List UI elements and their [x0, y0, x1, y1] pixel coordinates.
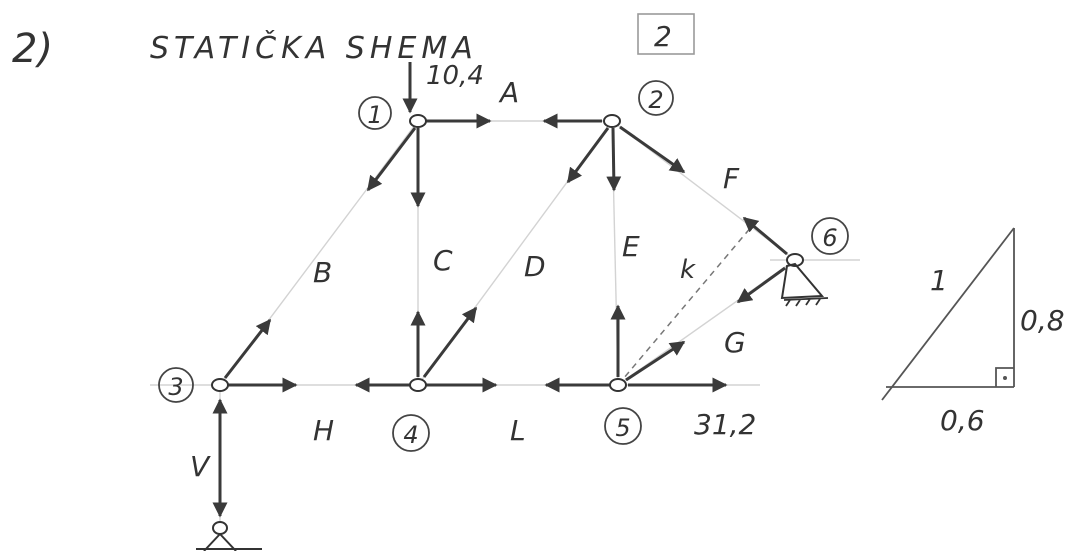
member-h-label: H — [313, 414, 334, 447]
member-g-label: G — [724, 326, 746, 359]
joint-2 — [603, 114, 621, 128]
node-labels: 1 2 3 4 5 6 — [158, 80, 849, 452]
member-f-label: F — [723, 162, 740, 195]
node-5-circle — [604, 407, 642, 445]
triangle-right-angle-dot — [1003, 376, 1007, 380]
member-c-label: C — [433, 244, 453, 277]
force-arrows — [212, 62, 788, 518]
box-frame — [637, 13, 695, 55]
node-2-circle — [638, 80, 674, 116]
lever-arm-k-line — [617, 225, 753, 386]
member-a-label: A — [498, 76, 519, 109]
lever-arm-k-label: k — [680, 255, 696, 285]
joint-4 — [409, 378, 427, 392]
joint-1 — [409, 114, 427, 128]
triangle-vertical-label: 0,8 — [1020, 304, 1065, 337]
member-b-label: B — [313, 256, 332, 289]
member-l-label: L — [510, 414, 526, 447]
joint-6 — [786, 253, 804, 267]
node-1-circle — [358, 96, 392, 130]
page-title: STATIČKA SHEMA — [150, 29, 478, 66]
joint-3 — [211, 378, 229, 392]
arrow-f-at-2 — [619, 125, 686, 174]
node-1-label: 1 — [367, 101, 382, 129]
problem-number: 2) — [12, 26, 53, 72]
load-top-value: 10,4 — [426, 61, 484, 91]
node-5-label: 5 — [615, 414, 630, 442]
joint-5 — [609, 378, 627, 392]
arrow-e-at-2 — [606, 127, 622, 192]
truss-members — [150, 120, 860, 535]
support-6 — [780, 262, 829, 307]
support-3 — [196, 521, 262, 551]
node-6-label: 6 — [822, 224, 837, 252]
arrow-g-at-6 — [736, 266, 786, 304]
support-3-pin — [212, 521, 228, 535]
triangle-hypotenuse-label: 1 — [930, 264, 948, 297]
support-6-hatch — [783, 297, 829, 307]
arrow-d-at-2 — [566, 127, 610, 184]
node-3-circle — [158, 367, 194, 403]
member-d-label: D — [524, 250, 546, 283]
node-4-circle — [392, 414, 430, 452]
node-4-label: 4 — [403, 421, 418, 449]
support-6-triangle — [780, 262, 825, 300]
geometry-triangle: 1 0,8 0,6 — [881, 227, 1065, 437]
member-labels: A B C D E F G H L V k — [190, 76, 746, 483]
box-label: 2 — [654, 20, 672, 53]
node-6-circle — [811, 217, 849, 255]
arrow-f-at-6 — [742, 216, 788, 256]
truss-joints — [211, 114, 804, 392]
triangle-right-angle-mark — [995, 367, 1014, 387]
arrow-b-at-3 — [223, 318, 272, 379]
triangle-horizontal-label: 0,6 — [940, 404, 985, 437]
member-v-label: V — [190, 450, 211, 483]
arrow-b-at-1 — [366, 127, 417, 192]
triangle-hypotenuse — [881, 227, 1015, 401]
load-right-value: 31,2 — [694, 408, 756, 441]
node-3-label: 3 — [168, 373, 183, 401]
node-2-label: 2 — [648, 86, 663, 114]
arrow-g-at-5 — [625, 340, 686, 382]
member-e-label: E — [622, 230, 640, 263]
arrow-d-at-4 — [422, 306, 478, 378]
